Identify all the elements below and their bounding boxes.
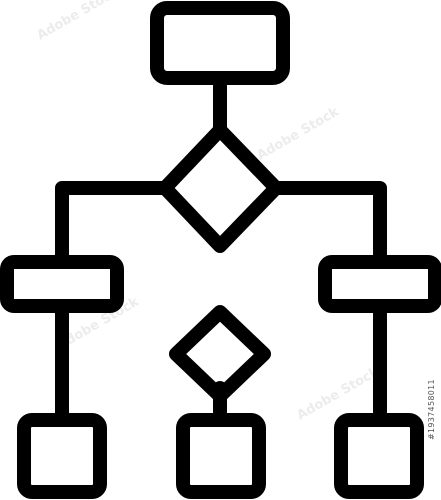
bottom-center-box [176,413,266,499]
svg-text:Adobe Stock: Adobe Stock [35,0,122,43]
stock-id-label: #1937458011 [427,379,436,441]
left-process-box [0,255,124,313]
top-process-box [150,1,290,85]
right-process-box [318,255,441,313]
watermark: Adobe Stock Adobe Stock Adobe Stock Adob… [35,0,382,423]
connector-right [269,181,387,269]
decision-diamond [158,123,283,253]
small-decision-diamond [169,305,271,403]
svg-text:Adobe Stock: Adobe Stock [255,104,342,163]
bottom-left-box [17,413,107,499]
connector-left [55,181,172,269]
bottom-right-box [334,413,424,499]
